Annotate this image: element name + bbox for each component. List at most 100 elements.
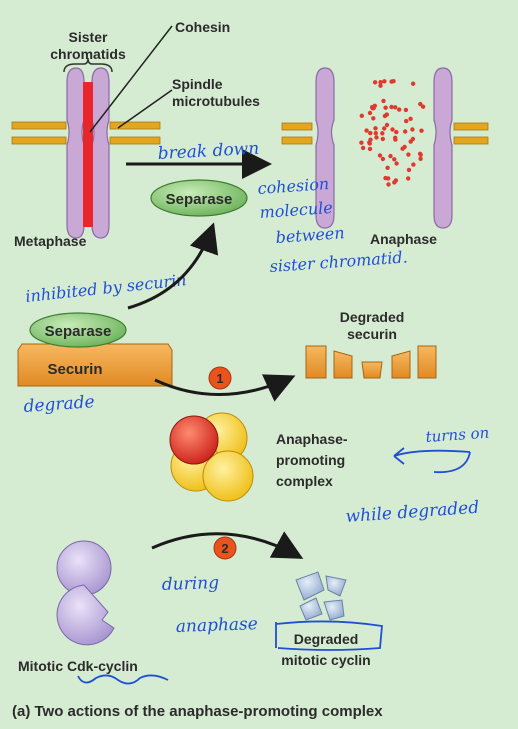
degraded-cyclin-fragments bbox=[295, 571, 347, 621]
cohesin-fragment-dot bbox=[406, 176, 411, 181]
cohesin-fragment-dot bbox=[393, 135, 398, 140]
metaphase-spindle-fibers bbox=[11, 121, 161, 145]
cohesin-fragment-dot bbox=[406, 152, 411, 157]
cohesin-fragment-dot bbox=[403, 129, 408, 134]
cohesin-fragment-dot bbox=[373, 131, 378, 136]
degraded-cohesin-dots bbox=[359, 79, 426, 187]
cohesin-fragment-dot bbox=[410, 127, 415, 132]
sister-chromatids-bracket bbox=[63, 57, 113, 73]
degraded-mitotic-cyclin-label: Degraded mitotic cyclin bbox=[281, 631, 370, 668]
cohesin-fragment-dot bbox=[389, 104, 394, 110]
cohesin-fragment-dot bbox=[397, 107, 402, 112]
cohesin-fragment-dot bbox=[382, 113, 388, 119]
cohesin-fragment-dot bbox=[388, 153, 393, 159]
svg-text:complex: complex bbox=[276, 473, 333, 489]
svg-text:microtubules: microtubules bbox=[172, 93, 260, 109]
figure-caption: (a) Two actions of the anaphase-promotin… bbox=[12, 703, 383, 720]
cohesin-fragment-dot bbox=[368, 137, 373, 142]
svg-text:Anaphase-: Anaphase- bbox=[276, 431, 348, 447]
spindle-pointer bbox=[117, 89, 173, 129]
cohesin-fragment-dot bbox=[373, 126, 378, 131]
cohesin-label: Cohesin bbox=[175, 19, 230, 35]
cohesin-fragment-dot bbox=[386, 182, 391, 187]
cohesin-fragment-dot bbox=[380, 156, 386, 162]
note-degrade: degrade bbox=[23, 392, 95, 417]
note-while-degraded: while degraded bbox=[345, 498, 480, 527]
separase-top: Separase bbox=[150, 179, 248, 217]
cohesin-fragment-dot bbox=[382, 126, 387, 131]
cohesin-fragment-dot bbox=[369, 105, 375, 110]
cohesin-fragment-dot bbox=[392, 157, 397, 162]
cohesin-fragment-dot bbox=[393, 105, 398, 110]
anaphase-label: Anaphase bbox=[370, 231, 437, 247]
metaphase-chromosome bbox=[66, 67, 110, 239]
separase-securin-complex: Securin Separase bbox=[17, 312, 173, 387]
securin-label: Securin bbox=[47, 361, 102, 378]
cohesin-fragment-dot bbox=[381, 98, 386, 104]
metaphase-label: Metaphase bbox=[14, 233, 87, 249]
cohesin-fragment-dot bbox=[389, 79, 394, 84]
separase-lower-label: Separase bbox=[45, 323, 112, 340]
svg-text:promoting: promoting bbox=[276, 452, 345, 468]
svg-text:sister chromatid.: sister chromatid. bbox=[269, 247, 408, 276]
cohesin-fragment-dot bbox=[420, 104, 426, 109]
cohesin-fragment-dot bbox=[380, 131, 385, 136]
cohesin-fragment-dot bbox=[385, 165, 390, 170]
sister-chromatids-label: Sister chromatids bbox=[50, 29, 126, 62]
anaphase-chromatid-right bbox=[433, 67, 453, 229]
cohesin-fragment-dot bbox=[384, 122, 390, 128]
svg-text:between: between bbox=[275, 223, 345, 247]
cohesin-fragment-dot bbox=[411, 162, 416, 167]
cohesin-pointer bbox=[89, 25, 173, 133]
cohesin-fragment-dot bbox=[378, 80, 383, 85]
note-inhibited-by-securin: inhibited by securin bbox=[24, 270, 187, 306]
cohesin-strip bbox=[83, 82, 93, 227]
turns-on-arrow bbox=[393, 447, 471, 474]
svg-text:Sister: Sister bbox=[69, 29, 108, 45]
cohesin-fragment-dot bbox=[400, 146, 405, 151]
cohesin-fragment-dot bbox=[386, 176, 391, 181]
step1-arrow bbox=[154, 374, 296, 402]
mitotic-cdk-cyclin bbox=[56, 540, 115, 646]
svg-text:Degraded: Degraded bbox=[340, 309, 405, 325]
cohesin-fragment-dot bbox=[408, 139, 413, 144]
svg-text:2: 2 bbox=[221, 541, 228, 556]
cohesin-fragment-dot bbox=[394, 161, 399, 166]
note-during: during bbox=[161, 573, 219, 595]
cohesin-fragment-dot bbox=[418, 156, 423, 161]
degraded-securin-label: Degraded securin bbox=[340, 309, 405, 342]
cohesin-fragment-dot bbox=[410, 81, 416, 86]
svg-text:mitotic cyclin: mitotic cyclin bbox=[281, 652, 370, 668]
step2-badge: 2 bbox=[213, 536, 237, 560]
cohesin-fragment-dot bbox=[419, 128, 424, 133]
svg-text:1: 1 bbox=[216, 371, 223, 386]
cohesin-fragment-dot bbox=[364, 128, 369, 133]
svg-text:Spindle: Spindle bbox=[172, 76, 223, 92]
cohesin-fragment-dot bbox=[403, 107, 409, 113]
cohesin-fragment-dot bbox=[394, 129, 399, 135]
degraded-securin-fragments bbox=[305, 345, 437, 379]
cohesin-fragment-dot bbox=[367, 110, 373, 116]
cohesin-fragment-dot bbox=[368, 130, 373, 136]
cohesin-fragment-dot bbox=[360, 145, 366, 151]
svg-text:chromatids: chromatids bbox=[50, 46, 126, 62]
cohesin-fragment-dot bbox=[390, 127, 395, 132]
note-turns-on: turns on bbox=[425, 424, 490, 446]
anaphase-spindle-fibers bbox=[281, 122, 489, 145]
cohesin-fragment-dot bbox=[404, 118, 409, 124]
cohesin-fragment-dot bbox=[359, 113, 364, 119]
svg-text:Degraded: Degraded bbox=[294, 631, 359, 647]
cohesin-fragment-dot bbox=[367, 146, 373, 152]
step2-arrow bbox=[151, 531, 304, 559]
mitotic-cdk-cyclin-label: Mitotic Cdk-cyclin bbox=[18, 658, 138, 674]
anaphase-promoting-complex bbox=[169, 412, 254, 502]
cohesin-fragment-dot bbox=[408, 116, 413, 122]
cohesin-fragment-dot bbox=[371, 116, 376, 121]
cohesin-fragment-dot bbox=[359, 140, 364, 145]
cohesin-fragment-dot bbox=[418, 101, 423, 107]
apc-label: Anaphase- promoting complex bbox=[276, 431, 348, 489]
cdk-underline-scribble bbox=[77, 674, 169, 685]
cohesin-fragment-dot bbox=[383, 105, 388, 110]
